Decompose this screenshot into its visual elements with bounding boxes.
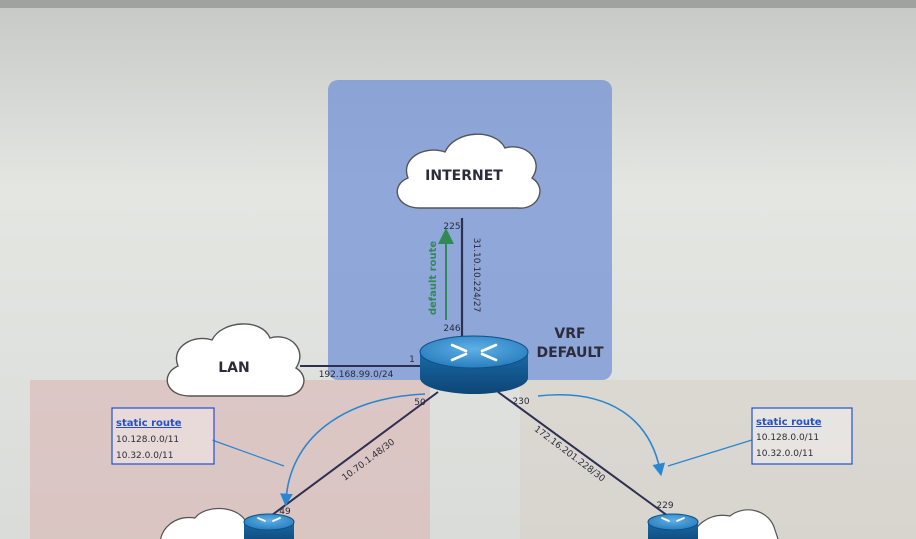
left-callout-line xyxy=(211,439,285,467)
vrf-label-line1: VRF xyxy=(554,326,585,342)
inet-iface-bottom: 246 xyxy=(443,324,460,334)
router-arrows-icon xyxy=(257,517,281,522)
lan-label: LAN xyxy=(218,360,249,376)
inet-subnet-label: 31.10.10.224/27 xyxy=(471,238,481,313)
right-static-route-1: 10.128.0.0/11 xyxy=(756,433,819,443)
right-static-title: static route xyxy=(756,417,822,428)
left-static-title: static route xyxy=(116,418,182,429)
lan-subnet-label: 192.168.99.0/24 xyxy=(319,370,394,380)
right-static-route-2: 10.32.0.0/11 xyxy=(756,449,813,459)
left-iface-core: 50 xyxy=(414,398,426,408)
right-link xyxy=(497,391,669,517)
blue-zone xyxy=(328,80,612,380)
left-static-route-2: 10.32.0.0/11 xyxy=(116,451,173,461)
left-remote-router xyxy=(243,513,295,539)
router-arrows-icon xyxy=(661,517,685,522)
right-static-arrow xyxy=(537,394,666,477)
left-static-arrow xyxy=(280,393,426,507)
lan-cloud: LAN xyxy=(166,323,305,397)
vrf-label-line2: DEFAULT xyxy=(536,345,604,361)
internet-cloud: INTERNET xyxy=(396,133,541,209)
right-iface-remote: 229 xyxy=(656,501,673,511)
right-red-zone xyxy=(520,380,916,539)
internet-label: INTERNET xyxy=(425,168,503,184)
right-callout-line xyxy=(667,439,753,467)
inet-iface-top: 225 xyxy=(443,222,460,232)
right-iface-core: 230 xyxy=(512,397,529,407)
left-iface-remote: 49 xyxy=(279,507,291,517)
left-static-route-box: static route 10.128.0.0/11 10.32.0.0/11 xyxy=(111,407,215,465)
right-static-route-box: static route 10.128.0.0/11 10.32.0.0/11 xyxy=(751,407,853,465)
left-static-route-1: 10.128.0.0/11 xyxy=(116,435,179,445)
core-router xyxy=(419,335,529,394)
left-link xyxy=(267,391,439,519)
router-arrows-icon xyxy=(450,343,498,362)
bottom-left-cloud xyxy=(160,507,250,539)
top-dark-edge xyxy=(0,0,916,8)
right-remote-router xyxy=(647,513,699,539)
lan-iface-label: 1 xyxy=(409,355,415,365)
default-route-label: default route xyxy=(428,241,439,316)
